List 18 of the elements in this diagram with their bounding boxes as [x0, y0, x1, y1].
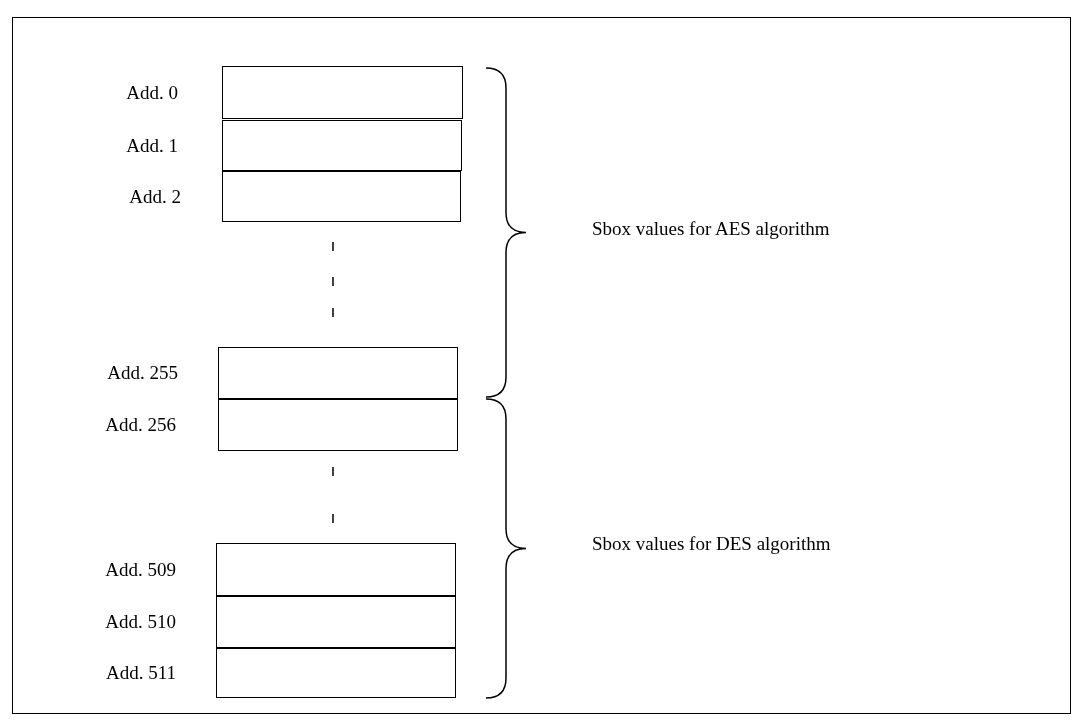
memory-cell [216, 543, 456, 596]
bracket-note: Sbox values for DES algorithm [592, 532, 832, 556]
address-label: Add. 509 [105, 558, 176, 581]
address-label: Add. 2 [129, 185, 181, 208]
memory-cell [218, 347, 458, 399]
memory-cell [218, 399, 458, 451]
memory-cell [222, 120, 462, 171]
memory-cell [222, 171, 461, 222]
address-label: Add. 1 [126, 134, 178, 157]
address-label: Add. 0 [126, 81, 178, 104]
memory-cell [216, 596, 456, 648]
bracket-note: Sbox values for AES algorithm [592, 217, 831, 241]
address-label: Add. 255 [107, 362, 178, 384]
address-label: Add. 510 [105, 611, 176, 633]
memory-cell [216, 648, 456, 698]
address-label: Add. 511 [105, 662, 176, 684]
memory-cell [222, 66, 463, 119]
address-label: Add. 256 [105, 414, 176, 436]
